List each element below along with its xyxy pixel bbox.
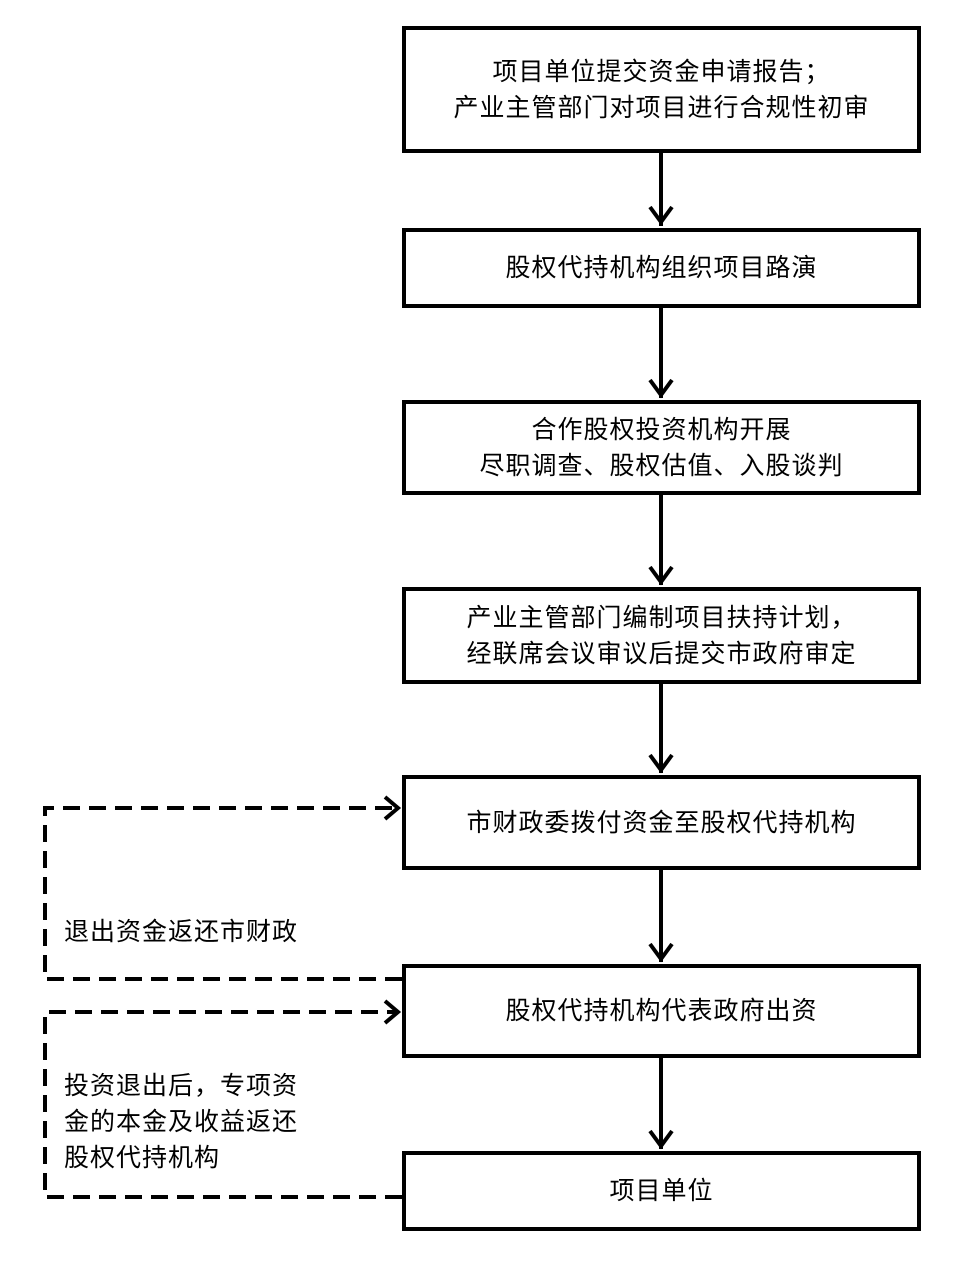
step-text-line: 合作股权投资机构开展 [531, 414, 792, 444]
return-label-holding-agency: 投资退出后，专项资 金的本金及收益返还 股权代持机构 [64, 1068, 298, 1176]
step-support-plan-approval: 产业主管部门编制项目扶持计划， 经联席会议审议后提交市政府审定 [402, 587, 921, 684]
step-government-investment: 股权代持机构代表政府出资 [402, 964, 921, 1058]
step-text-line: 项目单位提交资金申请报告； [492, 56, 831, 86]
return-label-line: 投资退出后，专项资 [64, 1071, 299, 1100]
arrow-step1-to-step2 [648, 153, 674, 226]
step-text-line: 股权代持机构代表政府出资 [505, 996, 818, 1025]
step-project-unit: 项目单位 [402, 1151, 921, 1231]
arrow-step2-to-step3 [648, 308, 674, 399]
step-project-roadshow: 股权代持机构组织项目路演 [402, 228, 921, 308]
step-text-line: 经联席会议审议后提交市政府审定 [466, 638, 857, 668]
step-text-line: 股权代持机构组织项目路演 [505, 253, 818, 282]
arrow-step4-to-step5 [648, 684, 674, 774]
return-label-line: 金的本金及收益返还 [64, 1107, 299, 1136]
return-label-finance: 退出资金返还市财政 [64, 914, 298, 950]
arrow-step6-to-step7 [648, 1058, 674, 1150]
step-text-line: 产业主管部门编制项目扶持计划， [466, 602, 857, 632]
step-fund-application-review: 项目单位提交资金申请报告； 产业主管部门对项目进行合规性初审 [402, 26, 921, 153]
dashed-return-arrow-to-holding-agency [43, 999, 402, 1199]
dashed-return-arrow-to-finance [43, 795, 402, 981]
arrow-step5-to-step6 [648, 870, 674, 963]
step-due-diligence: 合作股权投资机构开展 尽职调查、股权估值、入股谈判 [402, 400, 921, 495]
step-text-line: 项目单位 [609, 1176, 714, 1205]
step-text-line: 市财政委拨付资金至股权代持机构 [466, 807, 857, 837]
step-text-line: 尽职调查、股权估值、入股谈判 [479, 450, 844, 480]
return-label-line: 股权代持机构 [64, 1143, 221, 1172]
step-text-line: 产业主管部门对项目进行合规性初审 [453, 92, 870, 122]
return-label-line: 退出资金返还市财政 [64, 917, 299, 946]
arrow-step3-to-step4 [648, 495, 674, 586]
step-finance-fund-allocation: 市财政委拨付资金至股权代持机构 [402, 775, 921, 870]
